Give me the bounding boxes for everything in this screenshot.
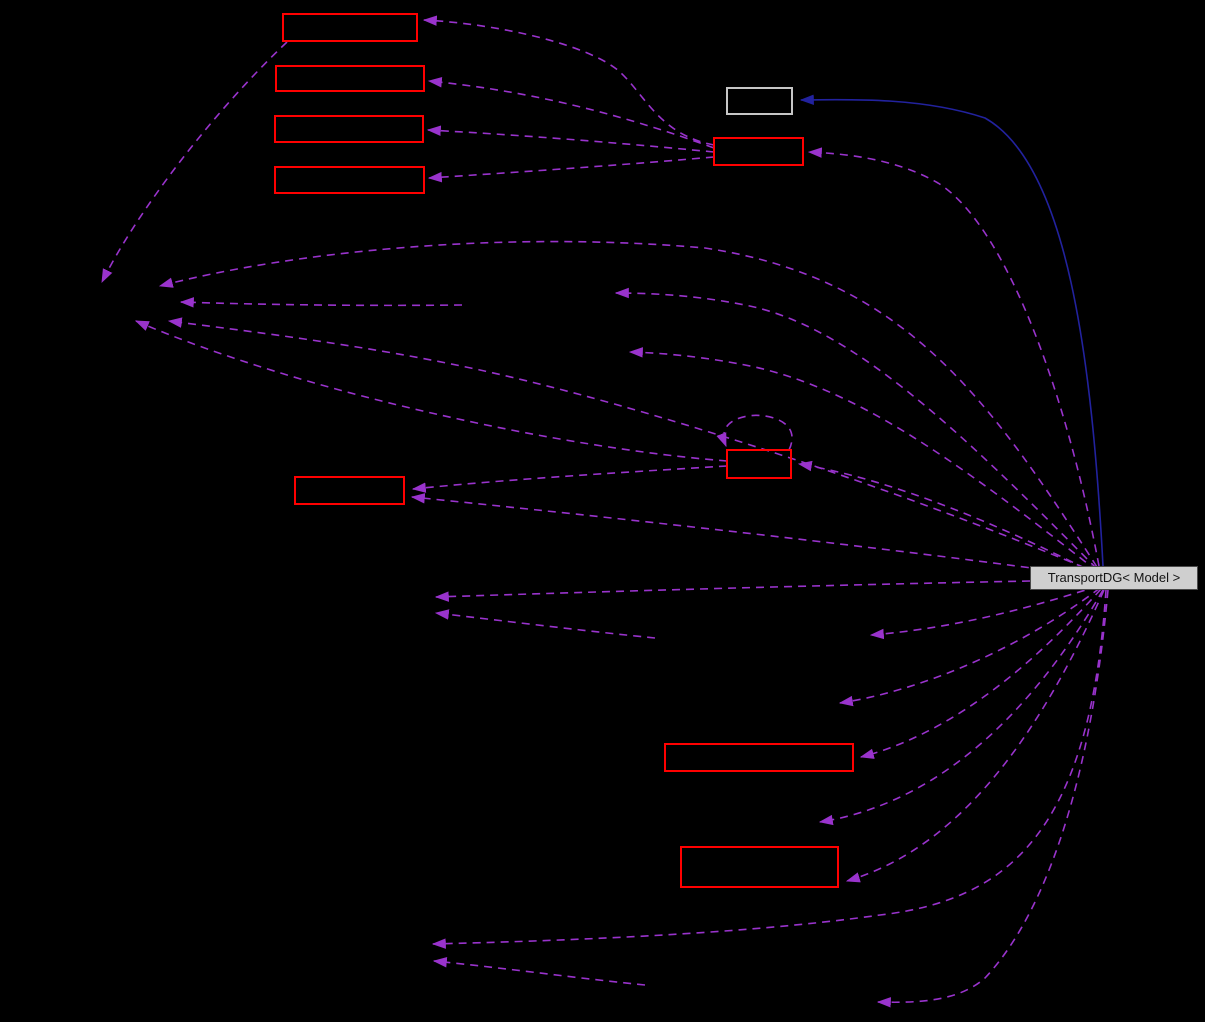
edge-selfloop-to-midleft <box>411 465 728 493</box>
edge-tl1-to-left-cluster <box>101 41 288 284</box>
node-box-top-center[interactable] <box>713 137 804 166</box>
edge-uses-left-sweep-1 <box>158 240 1098 568</box>
edge-topcenter-to-tl1 <box>422 15 715 146</box>
edge-uses-selfloop-box <box>797 460 1099 576</box>
edge-topcenter-to-tl2 <box>427 77 715 149</box>
edge-inherit-external <box>799 94 1104 567</box>
node-box-external[interactable] <box>726 87 793 115</box>
node-box-self-loop[interactable] <box>726 449 792 479</box>
edge-uses-bottom-1 <box>431 589 1107 949</box>
node-box-tall[interactable] <box>680 846 839 888</box>
node-box-top-left-4[interactable] <box>274 166 425 194</box>
edge-topcenter-to-tl4 <box>427 156 715 183</box>
edge-uses-mid-arrow-1 <box>614 287 1098 570</box>
edge-uses-wide-box <box>859 588 1102 759</box>
node-box-top-left-3[interactable] <box>274 115 424 143</box>
edge-self-loop <box>716 414 793 451</box>
edge-float-to-inv-left <box>434 609 656 639</box>
node-box-wide[interactable] <box>664 743 854 772</box>
edge-uses-inv-mid-3 <box>818 589 1104 826</box>
edge-uses-bottom-right <box>876 589 1109 1008</box>
node-transportdg-model: TransportDG< Model > <box>1030 566 1198 590</box>
edge-uses-top-center <box>807 147 1100 567</box>
edge-uses-inv-mid-2 <box>838 587 1101 707</box>
edge-uses-mid-arrow-2 <box>628 347 1098 572</box>
edge-uses-tall-box <box>845 589 1105 883</box>
edge-float-to-left-cluster <box>179 297 463 308</box>
node-box-top-left-1[interactable] <box>282 13 418 42</box>
node-box-top-left-2[interactable] <box>275 65 425 92</box>
edge-uses-inv-mid-1 <box>869 585 1099 640</box>
edge-uses-midleft-box <box>410 493 1099 578</box>
edge-float-to-bottom <box>432 957 646 986</box>
edge-uses-left-sweep-2 <box>167 317 1098 574</box>
edge-selfloop-to-left <box>134 320 728 462</box>
node-box-mid-left[interactable] <box>294 476 405 505</box>
edge-uses-inv-left-1 <box>434 580 1031 602</box>
